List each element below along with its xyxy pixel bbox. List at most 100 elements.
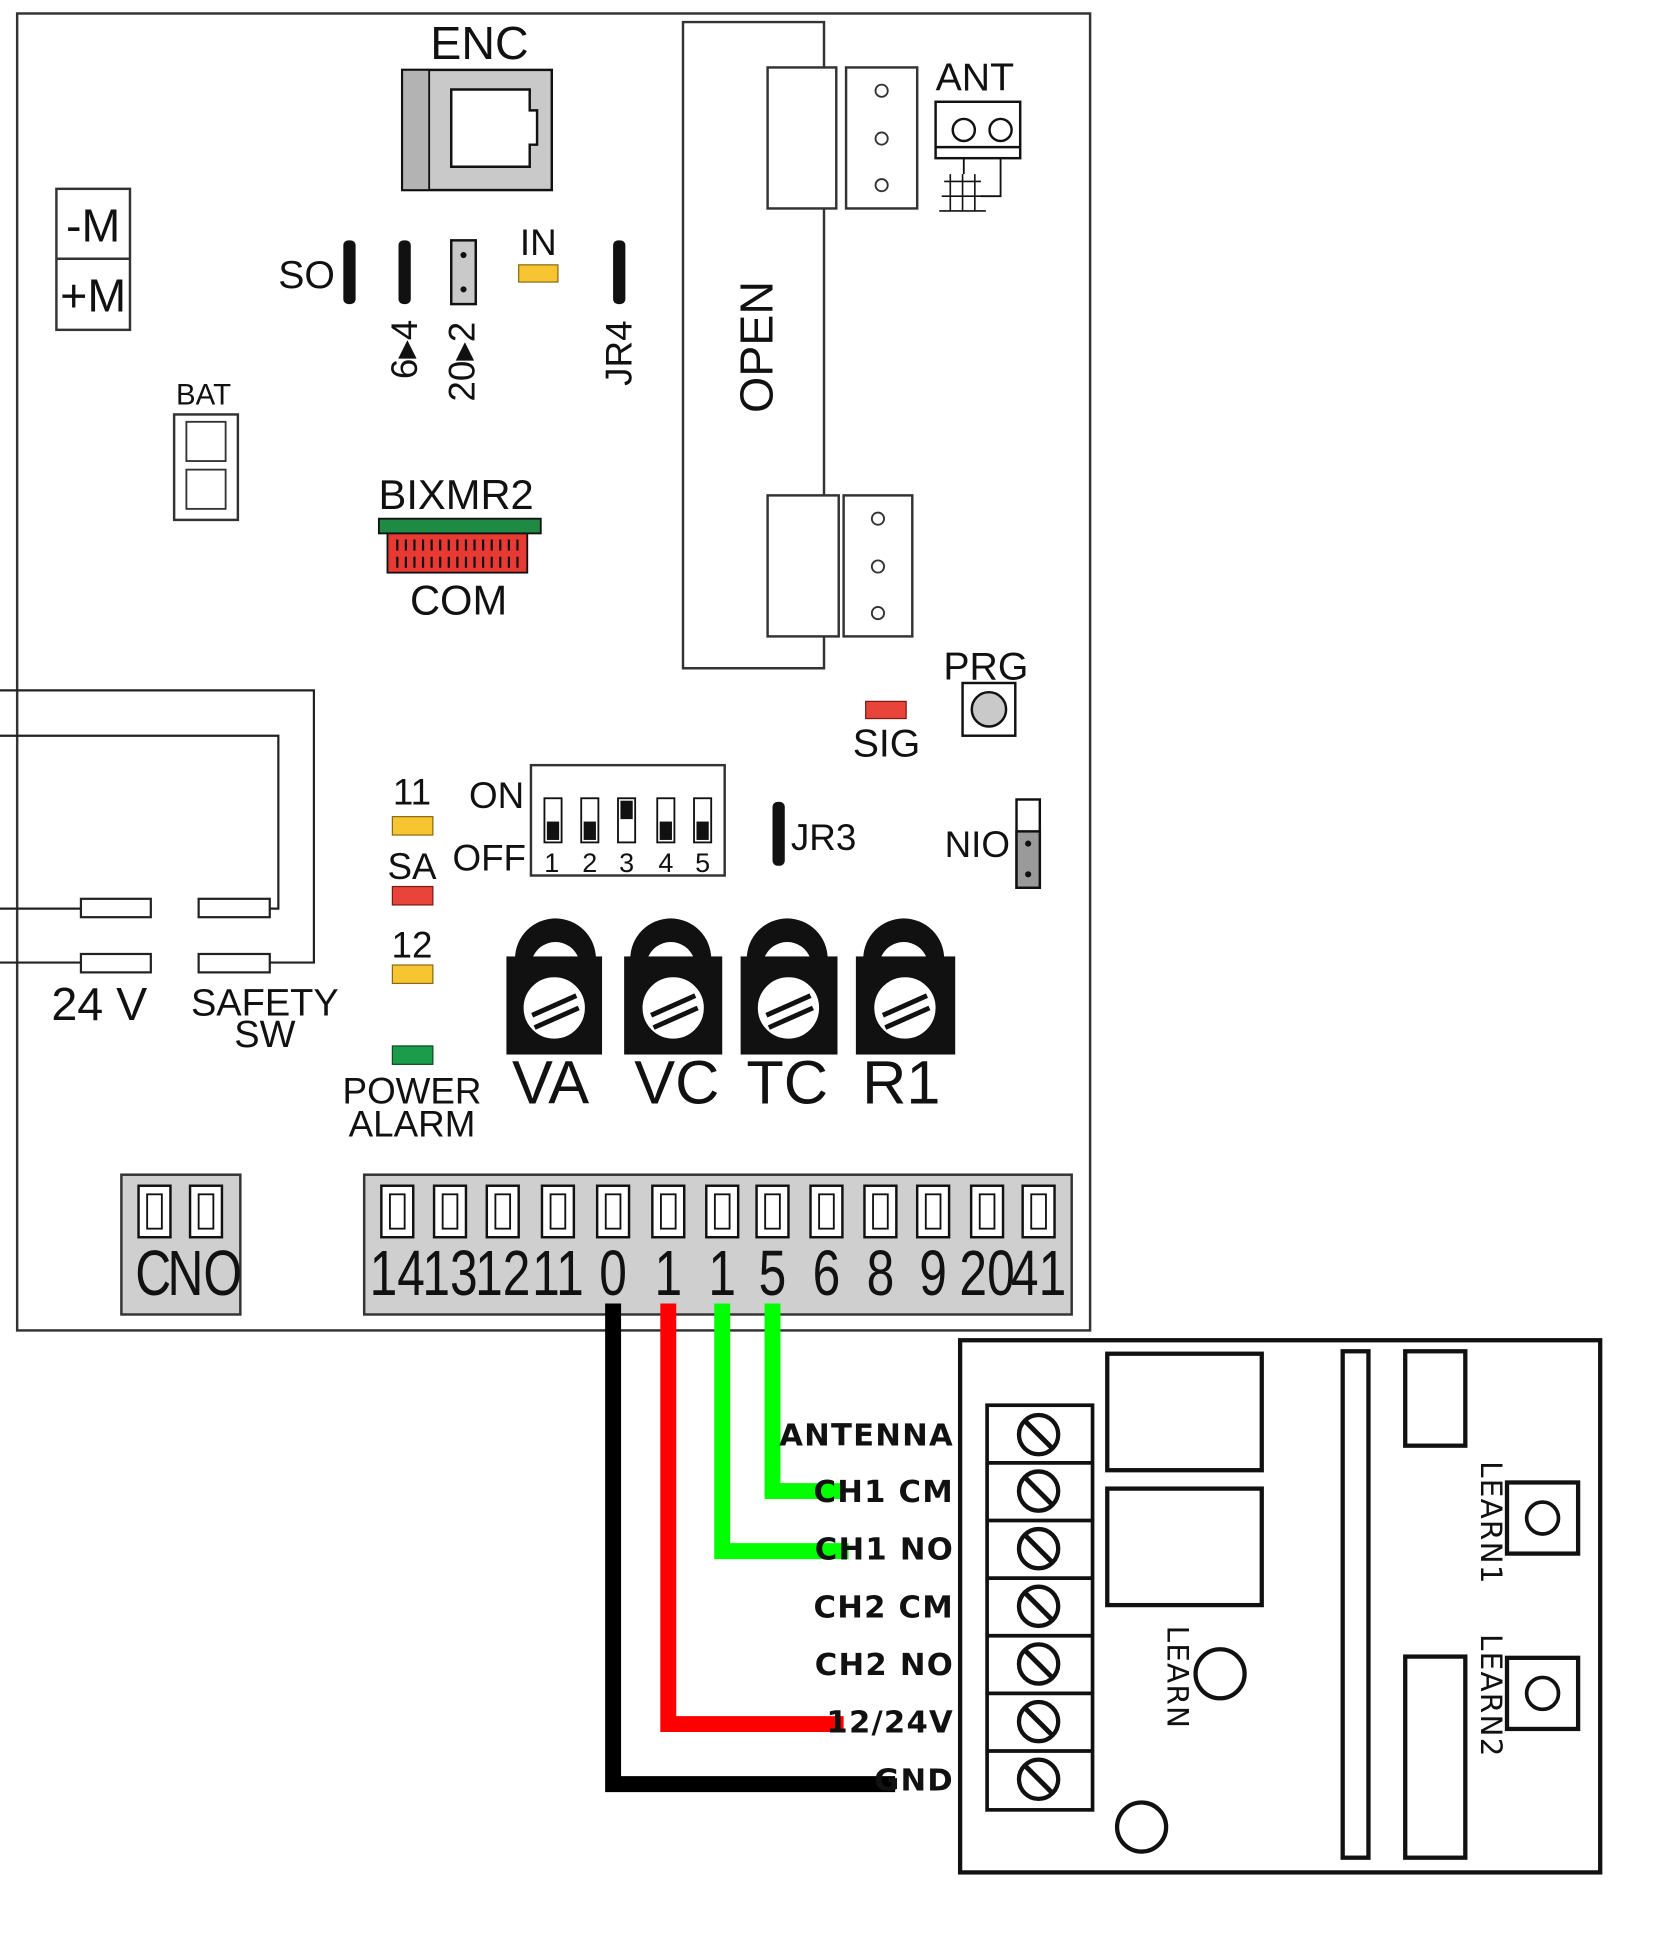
pot-va[interactable] [506,918,603,1055]
led-11-label: 11 [393,771,431,812]
receiver-terminal-label: CH2 CM [814,1590,954,1625]
receiver-component [1403,1654,1468,1860]
terminal-label: 5 [759,1238,787,1309]
pot-vc[interactable] [624,918,723,1055]
wire-ch1-cm [764,1303,844,1500]
jumper-jr4-label: JR4 [598,320,639,385]
antenna-label: ANT [936,56,1014,100]
dip-number: 5 [695,848,710,878]
terminal-label: 9 [919,1238,947,1309]
pot-tc[interactable] [740,918,838,1055]
learn-led [1193,1647,1247,1701]
pot-label: TC [746,1048,828,1117]
receiver-terminal-label: CH1 CM [814,1475,954,1510]
dip-switch: ON OFF 1 2 3 4 5 [452,763,726,879]
encoder-label: ENC [430,17,528,69]
pot-label: VC [634,1048,719,1117]
terminal-screw [764,1193,781,1230]
led-12-label: 12 [392,925,433,966]
encoder-connector: ENC [400,17,554,192]
jumper-so-label: SO [278,253,335,297]
terminal-screw [924,1193,942,1230]
prg-label: PRG [943,644,1028,688]
dip-switch-4[interactable] [656,797,676,844]
learn2-button-cap[interactable] [1524,1675,1561,1712]
pot-r1[interactable] [855,918,956,1055]
potentiometers: VA VC TC R1 [506,918,956,1117]
input-led [518,264,559,283]
receiver-terminal-label: 12/24V [826,1706,954,1741]
antenna-terminal: ANT [934,56,1022,212]
motor-terminal: -M +M [55,187,132,332]
receiver-terminal-label: CH2 NO [815,1648,954,1683]
battery-label: BAT [176,379,231,412]
open-module-slot: OPEN [681,20,919,670]
terminal-label: 6 [813,1238,841,1309]
led-11 [391,816,434,836]
receiver-module-slot [1340,1349,1371,1860]
jumper-so[interactable] [343,240,356,305]
terminal-screw [1030,1193,1047,1230]
led-sa-label: SA [387,846,437,887]
power-alarm-label-1: POWER [343,1071,482,1112]
dip-number: 3 [619,848,634,878]
terminal-screw [818,1193,835,1230]
receiver-terminal-label: GND [874,1763,954,1798]
safety-switch-wiring: 24 V SAFETY SW [0,689,339,1056]
terminal-label: 41 [1011,1238,1066,1309]
dip-number: 4 [658,848,673,878]
prg-button-cap[interactable] [970,690,1008,728]
nio-jumper[interactable] [1015,830,1042,889]
sig-led [865,700,907,720]
terminal-screw [978,1193,996,1230]
dip-number: 1 [544,848,559,878]
terminal-screw [389,1193,406,1230]
receiver-terminal-label: CH1 NO [815,1533,954,1568]
terminal-label: 1 [708,1238,736,1309]
led-12 [391,964,434,985]
dip-switch-1[interactable] [543,797,563,844]
dip-switch-3[interactable] [617,797,637,844]
learn1-button-cap[interactable] [1524,1500,1561,1536]
jumper-jr3[interactable] [772,801,785,866]
pot-label: VA [512,1048,589,1117]
terminal-screw [872,1193,889,1230]
motor-plus-label: +M [60,269,126,321]
receiver-relay-2 [1105,1486,1264,1608]
wire-power [660,1303,844,1733]
receiver-terminal-label: ANTENNA [779,1419,954,1454]
battery-connector: BAT [172,379,240,522]
jumper-6-4[interactable] [398,240,411,305]
receiver-mount-hole [1114,1800,1169,1854]
jumper-jr4[interactable] [613,240,626,305]
terminal-screw [494,1193,512,1230]
status-leds: 11 SA 12 POWER ALARM [343,771,482,1144]
terminal-label: 8 [867,1238,895,1309]
terminal-label: 1 [654,1238,682,1309]
module-bottom-label: COM [410,576,507,623]
wires [605,1303,896,1793]
learn-label: LEARN [1160,1626,1194,1730]
jumper-jr3-label: JR3 [791,817,856,858]
jumper-20-2[interactable] [450,239,477,306]
jumper-20-2-label: 20▸2 [442,322,483,402]
motor-minus-label: -M [66,200,120,252]
dip-switch-2[interactable] [580,797,600,844]
sig-label: SIG [853,722,921,766]
power-alarm-label-2: ALARM [349,1104,476,1145]
main-board [15,12,1092,1332]
terminal-label: 20 [959,1238,1014,1309]
receiver-component [1403,1349,1468,1448]
terminal-label: 11 [532,1238,584,1309]
nio-label: NIO [945,824,1010,865]
learn2-label: LEARN2 [1474,1634,1508,1758]
terminal-screw [549,1193,567,1230]
terminal-label: 14 [370,1238,425,1309]
dip-switch-5[interactable] [693,797,713,844]
relay-terminal-label: C [135,1238,171,1309]
module-top-label: BIXMR2 [379,471,534,518]
input-led-label: IN [520,222,557,263]
jumper-group: SO 6▸4 20▸2 IN JR4 [278,222,639,402]
